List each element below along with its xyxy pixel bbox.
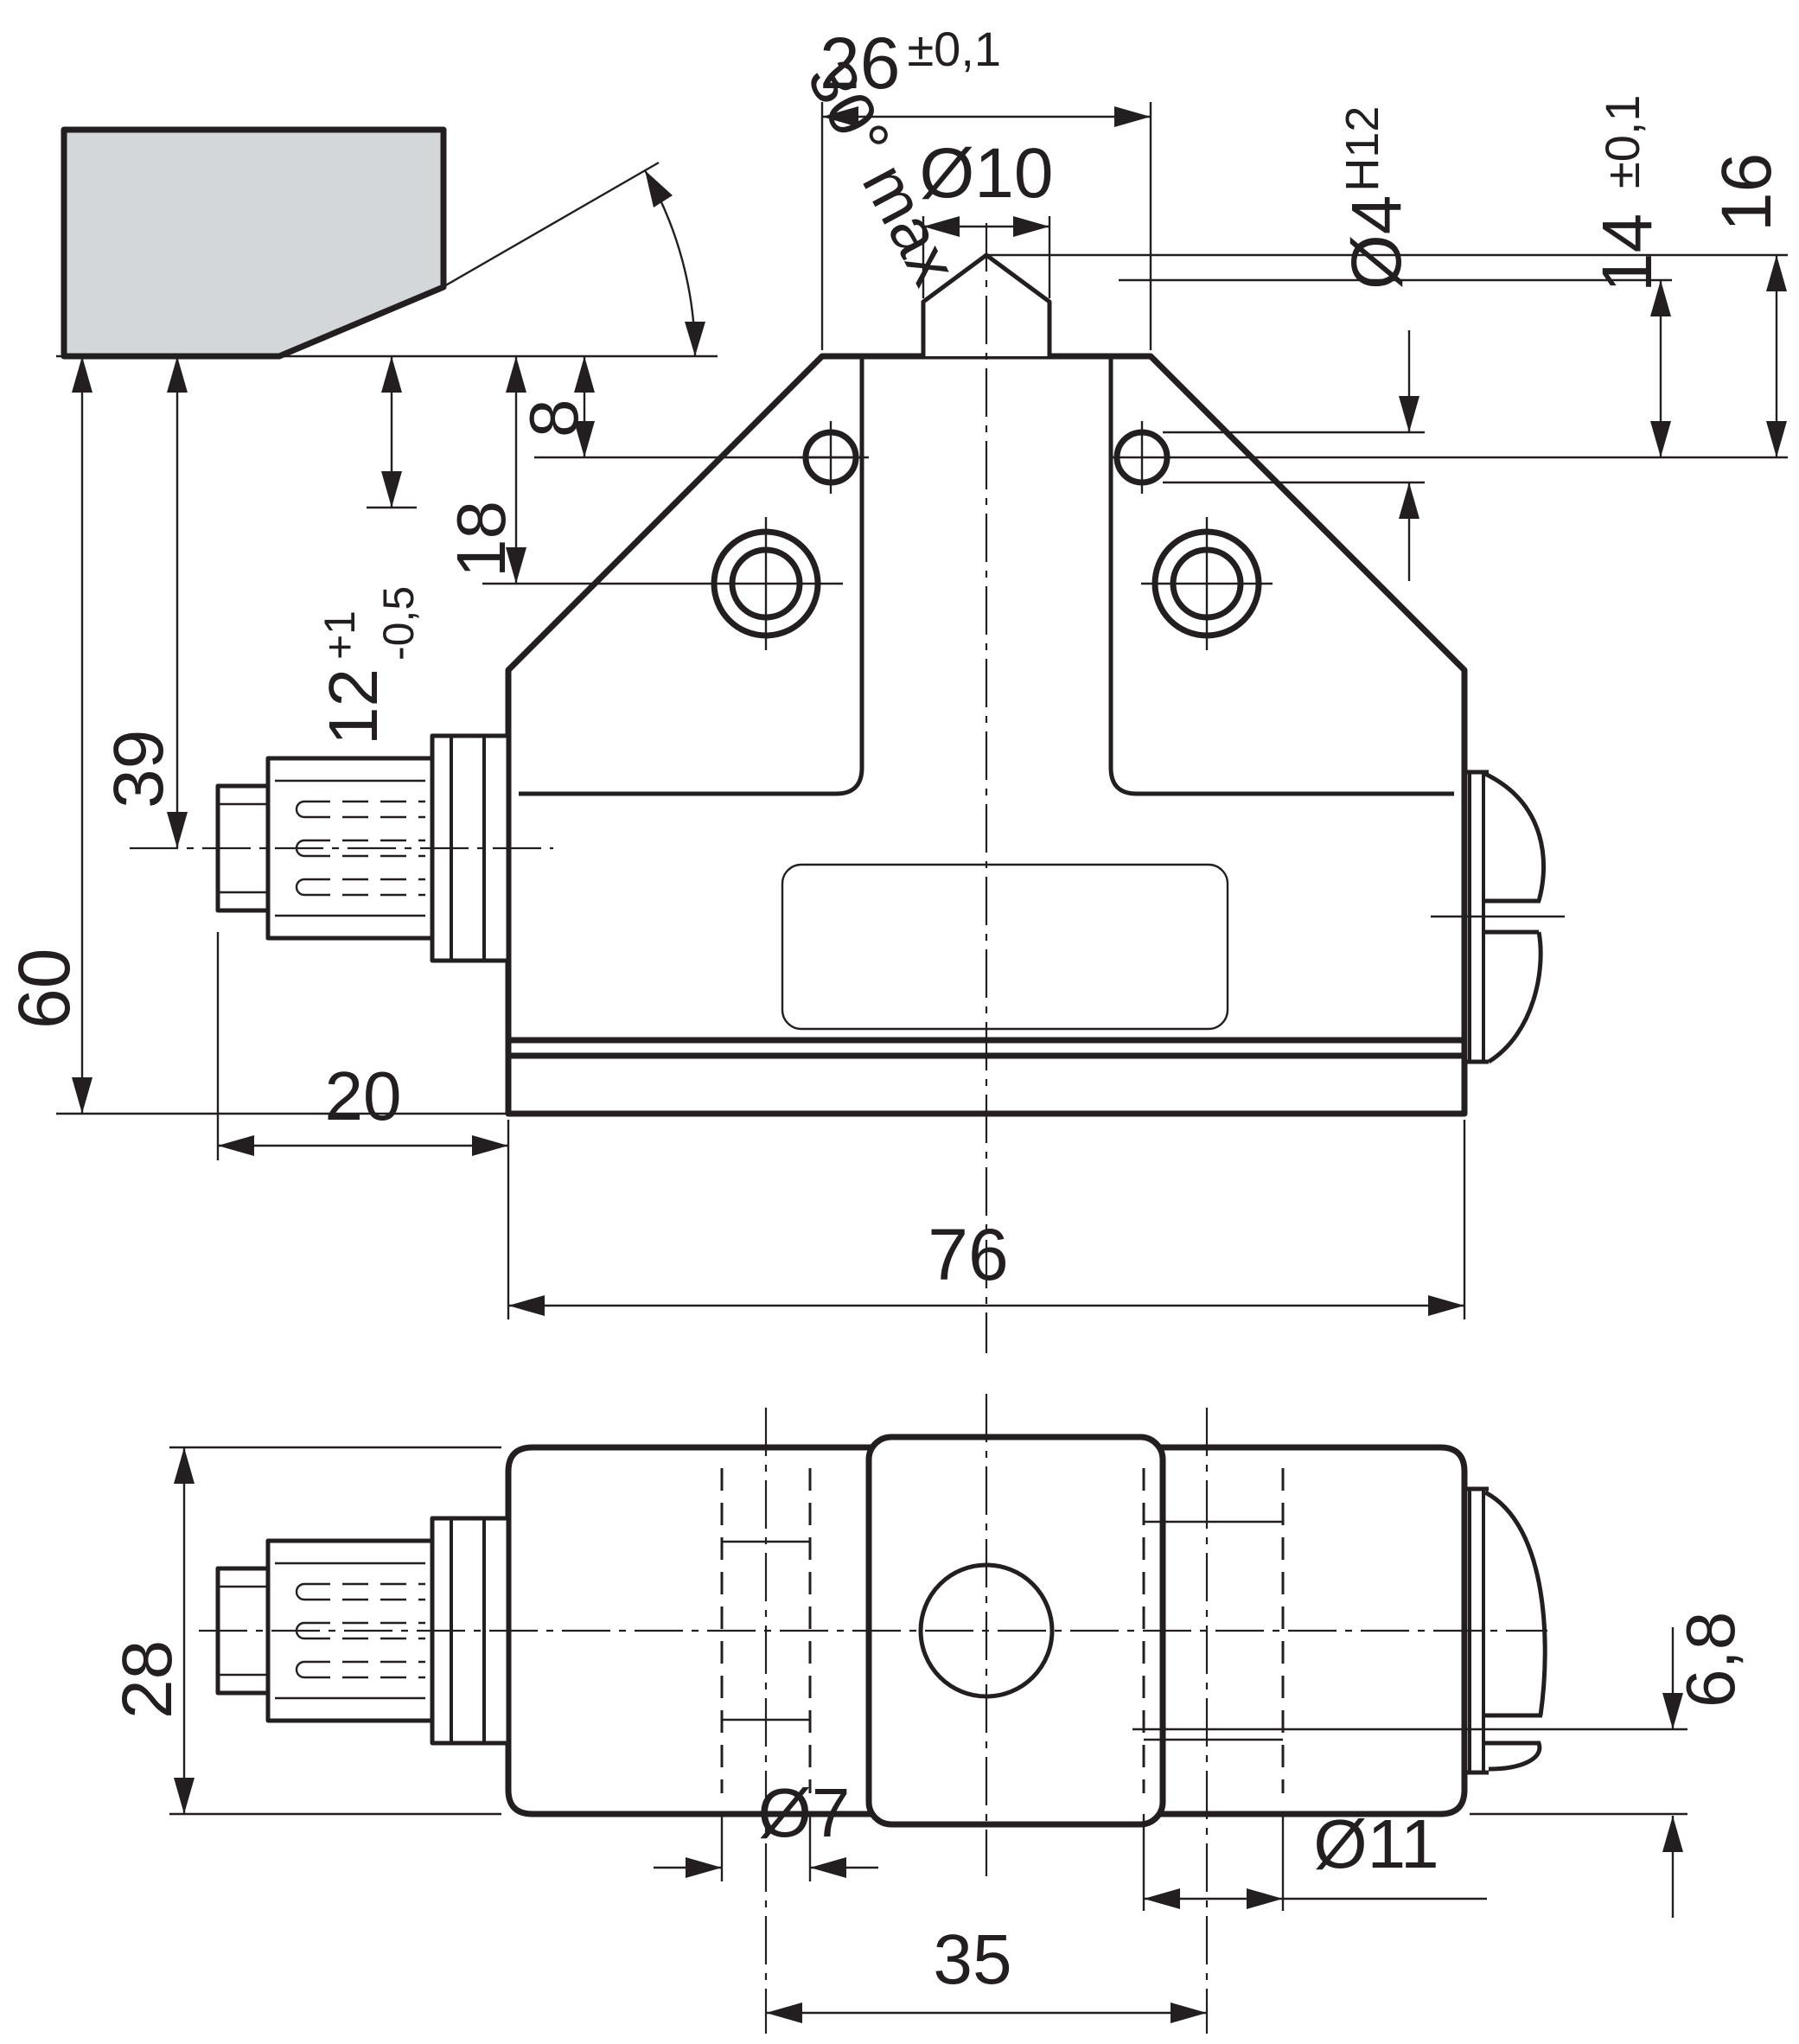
dim-label-76: 76 (928, 1214, 1008, 1295)
arc-arrow-top (645, 170, 673, 208)
dim-label-60: 60 (3, 949, 85, 1029)
dim-label-o11: Ø11 (1313, 1805, 1439, 1882)
dim-label-35: 35 (933, 1920, 1011, 1999)
dim-label-39: 39 (99, 730, 178, 808)
bottom-view (169, 1394, 1687, 2034)
dim-label-18: 18 (443, 501, 520, 578)
dim-label-68: 6,8 (1672, 1612, 1749, 1708)
dim-label-14: 14 ±0,1 (1588, 94, 1667, 292)
screw-head-arc-top (1483, 771, 1547, 902)
cam-block (61, 126, 447, 360)
cover-screw-front (1431, 770, 1565, 1064)
front-view (56, 102, 1788, 1353)
dim-label-o4: Ø4H12 (1336, 106, 1416, 290)
knurl-grooves-bottom (295, 1582, 425, 1679)
knurl-grooves (295, 800, 425, 897)
dim-label-16: 16 (1707, 153, 1786, 232)
dim-label-o7: Ø7 (758, 1774, 851, 1851)
inner-contour-right (1108, 359, 1454, 796)
dim-label-20: 20 (325, 1057, 402, 1134)
label-plate (781, 863, 1229, 1031)
dim-label-8: 8 (515, 399, 592, 438)
o11-hidden-hole (1142, 1468, 1285, 1793)
cam-angle-line (431, 161, 660, 295)
dim-label-28: 28 (108, 1640, 187, 1719)
dim-label-26: 26±0,1 (820, 22, 1001, 104)
arc-arrow-bottom (685, 322, 705, 356)
screw-head-arc-bottom (1487, 931, 1543, 1064)
dim-label-12: 12+1-0,5 (315, 586, 423, 745)
inner-contour-left (519, 359, 864, 796)
dim-label-o10: Ø10 (920, 134, 1054, 213)
